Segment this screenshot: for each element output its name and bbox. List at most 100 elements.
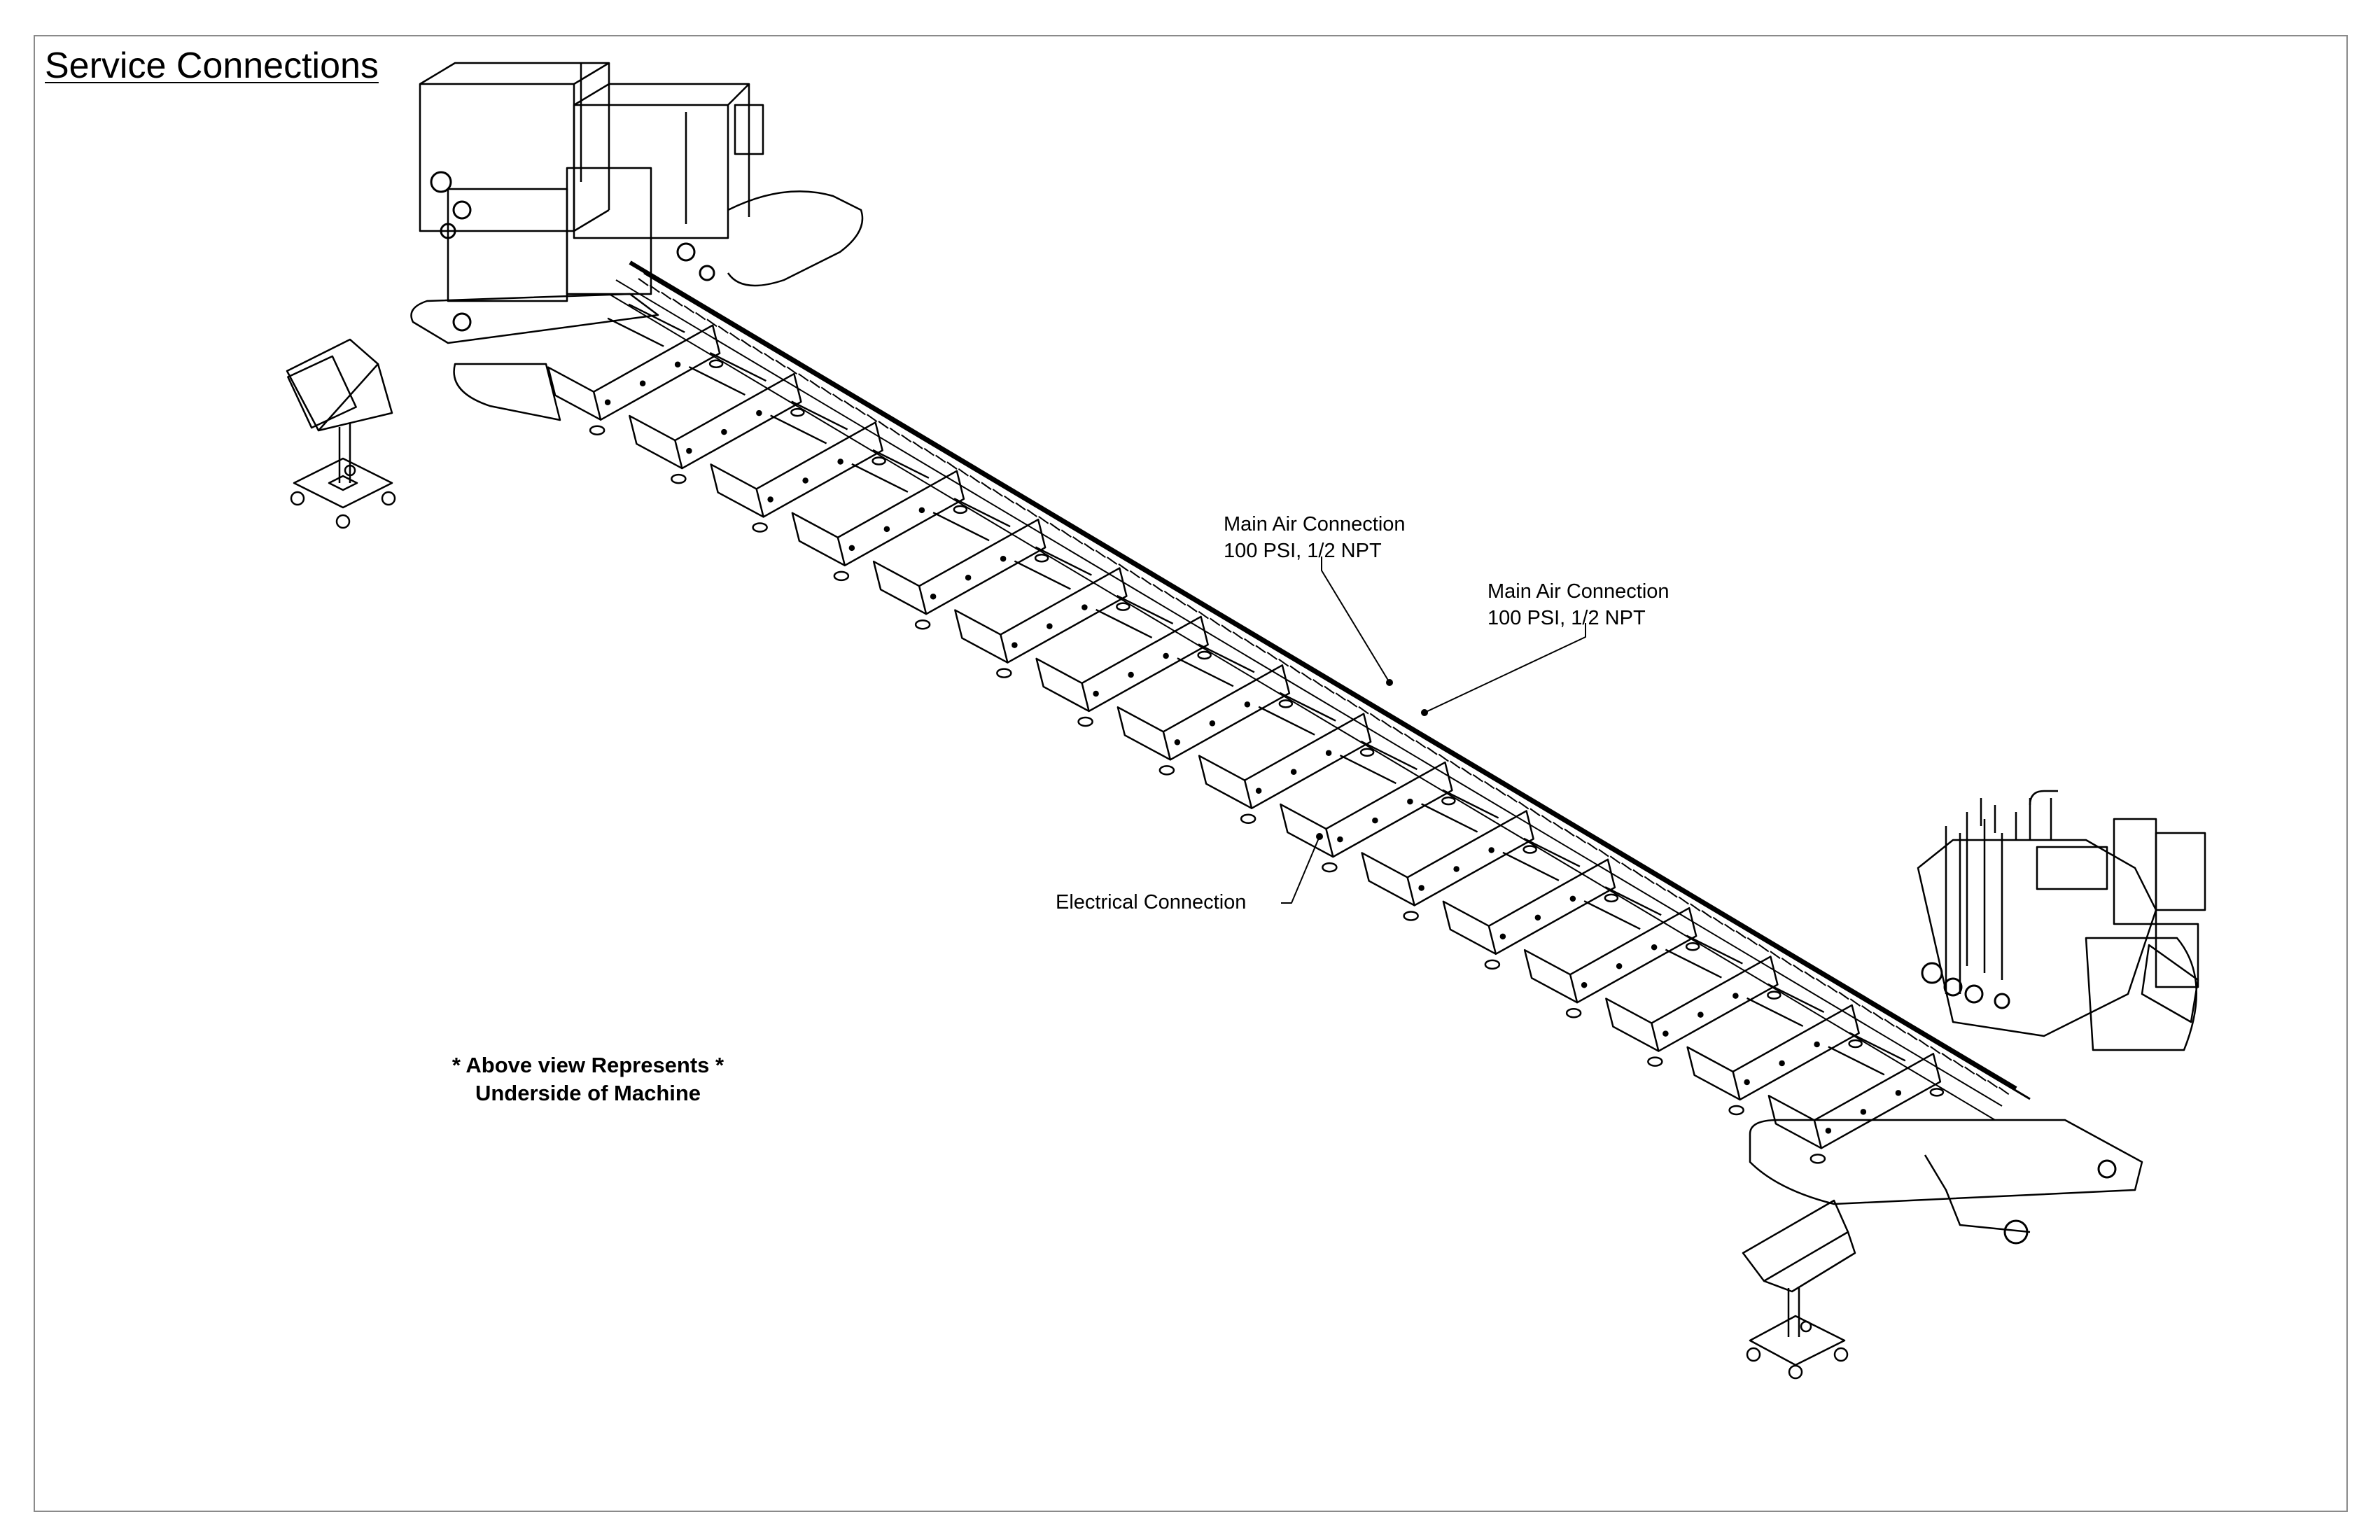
- hopper-bracket: [1035, 594, 1212, 727]
- rail-tick: [1347, 699, 1358, 708]
- callout-spec: 100 PSI, 1/2 NPT: [1224, 540, 1382, 562]
- rail-tick: [672, 298, 683, 307]
- rail-tick: [1152, 584, 1163, 592]
- rail-tick: [1255, 645, 1266, 654]
- callout-label: Main Air Connection: [1224, 513, 1406, 536]
- hopper-bracket: [710, 400, 886, 533]
- rail-tick: [1781, 958, 1792, 966]
- rail-tick: [1266, 652, 1278, 660]
- rail-tick: [1472, 774, 1483, 783]
- rail-tick: [1632, 869, 1644, 878]
- rail-tick: [901, 434, 912, 443]
- rail-tick: [1758, 944, 1770, 953]
- rail-tick: [820, 386, 832, 396]
- rail-tick: [1941, 1052, 1952, 1061]
- rail-tick: [1324, 685, 1335, 694]
- rail-tick: [1667, 889, 1678, 898]
- hopper-bracket: [791, 449, 968, 582]
- rail-tick: [638, 278, 649, 286]
- rail-tick: [1404, 733, 1415, 742]
- hopper-bracket: [1361, 789, 1537, 921]
- rail-tick: [1450, 760, 1461, 769]
- rail-tick: [1461, 767, 1472, 776]
- hopper-bracket: [547, 303, 724, 435]
- hopper-bracket: [629, 351, 805, 484]
- rail-tick: [683, 305, 694, 314]
- rail-tick: [1644, 876, 1655, 885]
- rail-tick: [1575, 835, 1586, 844]
- electrical-connection-callout: Electrical Connection: [1056, 889, 1246, 916]
- rail-tick: [1186, 604, 1198, 612]
- rail-tick: [855, 407, 866, 416]
- rail-tick: [1564, 828, 1575, 837]
- rail-tick: [1415, 740, 1427, 748]
- rail-tick: [786, 366, 797, 375]
- rail-tick: [1175, 597, 1186, 606]
- rail-tick: [1392, 726, 1404, 735]
- page-title: Service Connections: [45, 46, 379, 86]
- rail-tick: [1484, 780, 1495, 790]
- rail-tick: [775, 359, 786, 368]
- rail-tick: [1381, 720, 1392, 728]
- rail-tick: [958, 468, 969, 477]
- rail-tick: [1952, 1059, 1963, 1068]
- rail-tick: [1804, 971, 1815, 980]
- rail-tick: [1198, 610, 1209, 620]
- rail-tick: [1095, 550, 1106, 559]
- rail-tick: [1530, 808, 1541, 817]
- rail-tick: [729, 332, 741, 341]
- rail-tick: [832, 393, 844, 402]
- rail-tick: [1518, 801, 1530, 810]
- hopper-bracket: [872, 498, 1049, 630]
- rail-tick: [1072, 536, 1084, 545]
- rail-tick: [718, 326, 729, 334]
- rail-tick: [1129, 570, 1140, 579]
- rail-tick: [1690, 903, 1701, 911]
- rail-tick: [1656, 883, 1667, 891]
- rail-tick: [1701, 910, 1712, 918]
- rail-tick: [981, 482, 992, 491]
- rail-tick: [889, 427, 900, 436]
- rail-tick: [878, 421, 889, 429]
- rail-tick: [1541, 815, 1552, 823]
- right-head-assembly: [1749, 790, 2206, 1245]
- hopper-bracket: [1116, 643, 1294, 776]
- support-brackets: [547, 303, 1945, 1164]
- hopper-bracket: [1198, 692, 1375, 824]
- rail-tick: [1278, 658, 1289, 667]
- rail-tick: [1609, 855, 1620, 864]
- rail-tick: [1918, 1039, 1929, 1048]
- rail-tick: [1049, 522, 1060, 531]
- rail-tick: [1506, 794, 1518, 803]
- rail-tick: [1930, 1046, 1941, 1054]
- rail-tick: [1004, 495, 1015, 504]
- rail-tick: [923, 447, 934, 456]
- rail-tick: [1427, 747, 1438, 755]
- rail-tick: [1712, 916, 1723, 925]
- rail-tick: [1770, 951, 1781, 959]
- rail-tick: [1987, 1079, 1998, 1088]
- rail-tick: [1107, 556, 1118, 565]
- operator-console-right: [1742, 1199, 1856, 1380]
- rail-tick: [764, 352, 775, 361]
- rail-tick: [1060, 529, 1072, 538]
- rail-tick: [1849, 998, 1861, 1007]
- rail-tick: [1438, 753, 1449, 762]
- rail-tick: [1312, 678, 1324, 687]
- rail-tick: [1746, 937, 1758, 946]
- rail-tick: [992, 489, 1003, 497]
- hopper-bracket: [954, 546, 1130, 678]
- rail-tick: [1084, 542, 1095, 552]
- main-air-connection-callout-2: Main Air Connection 100 PSI, 1/2 NPT: [1488, 578, 1670, 631]
- rail-tick: [946, 461, 958, 470]
- rail-tick: [1896, 1026, 1907, 1034]
- rail-tick: [1872, 1011, 1884, 1021]
- rail-tick: [844, 400, 855, 409]
- callout-spec: 100 PSI, 1/2 NPT: [1488, 607, 1646, 629]
- rail-tick: [1598, 848, 1609, 858]
- hopper-bracket: [1686, 983, 1863, 1116]
- operator-console-left: [286, 338, 396, 529]
- rail-tick: [1724, 923, 1735, 932]
- rail-tick: [969, 475, 981, 484]
